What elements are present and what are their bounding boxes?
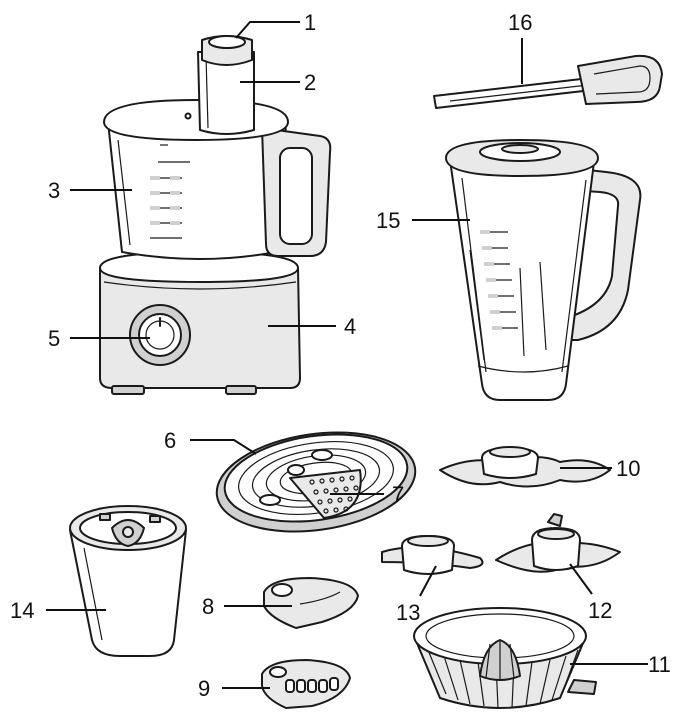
disc-hub xyxy=(287,464,305,476)
label-5: 5 xyxy=(48,326,60,351)
dough-blade-12 xyxy=(495,513,621,573)
blender-jug xyxy=(445,139,642,401)
juicer-tab xyxy=(567,679,597,695)
label-11: 11 xyxy=(648,652,671,677)
bowl-lid xyxy=(103,99,289,141)
label-4: 4 xyxy=(344,314,356,339)
label-2: 2 xyxy=(304,70,316,95)
feed-tube-and-pusher xyxy=(197,35,255,135)
grating-insert-7 xyxy=(289,469,362,519)
handle-grip xyxy=(279,147,313,245)
spatula xyxy=(433,54,663,109)
callout-lines xyxy=(46,21,648,689)
label-12: 12 xyxy=(588,598,612,623)
bowl-body xyxy=(107,121,287,260)
citrus-juicer-11 xyxy=(413,607,597,709)
grinder-cup-14 xyxy=(69,505,187,657)
feed-tube xyxy=(197,51,255,135)
chopping-blade-10 xyxy=(439,446,611,488)
label-14: 14 xyxy=(10,598,34,623)
jug-measurement-scale xyxy=(480,230,518,330)
spatula-stick xyxy=(433,77,593,109)
control-knob xyxy=(138,313,182,357)
label-9: 9 xyxy=(198,676,210,701)
label-6: 6 xyxy=(164,428,176,453)
blade-12-tab xyxy=(547,513,563,527)
label-1: 1 xyxy=(304,10,316,35)
base-foot-left xyxy=(111,385,145,395)
callout-line-13 xyxy=(419,565,437,597)
food-processor-base-unit xyxy=(99,251,301,395)
insert-9-teeth xyxy=(285,677,339,693)
disc-insert-9 xyxy=(261,659,351,709)
base-foot-right xyxy=(225,385,257,395)
emulsifying-disc-13 xyxy=(381,535,484,575)
callout-line-12 xyxy=(569,563,593,595)
bowl-measurement-scale xyxy=(150,144,190,239)
grater-holes xyxy=(309,475,359,514)
part-number-labels: 1 2 3 4 5 6 7 8 9 10 11 12 13 14 15 16 xyxy=(10,10,671,701)
slicing-grating-disc xyxy=(215,431,417,533)
label-13: 13 xyxy=(396,600,420,625)
callout-line-1 xyxy=(235,21,300,39)
label-16: 16 xyxy=(508,10,532,35)
jug-body xyxy=(449,159,595,401)
label-10: 10 xyxy=(616,456,640,481)
label-7: 7 xyxy=(392,482,404,507)
callout-line-6 xyxy=(190,439,257,455)
label-3: 3 xyxy=(48,178,60,203)
label-15: 15 xyxy=(376,208,400,233)
disc-insert-8 xyxy=(263,577,359,629)
label-8: 8 xyxy=(202,594,214,619)
